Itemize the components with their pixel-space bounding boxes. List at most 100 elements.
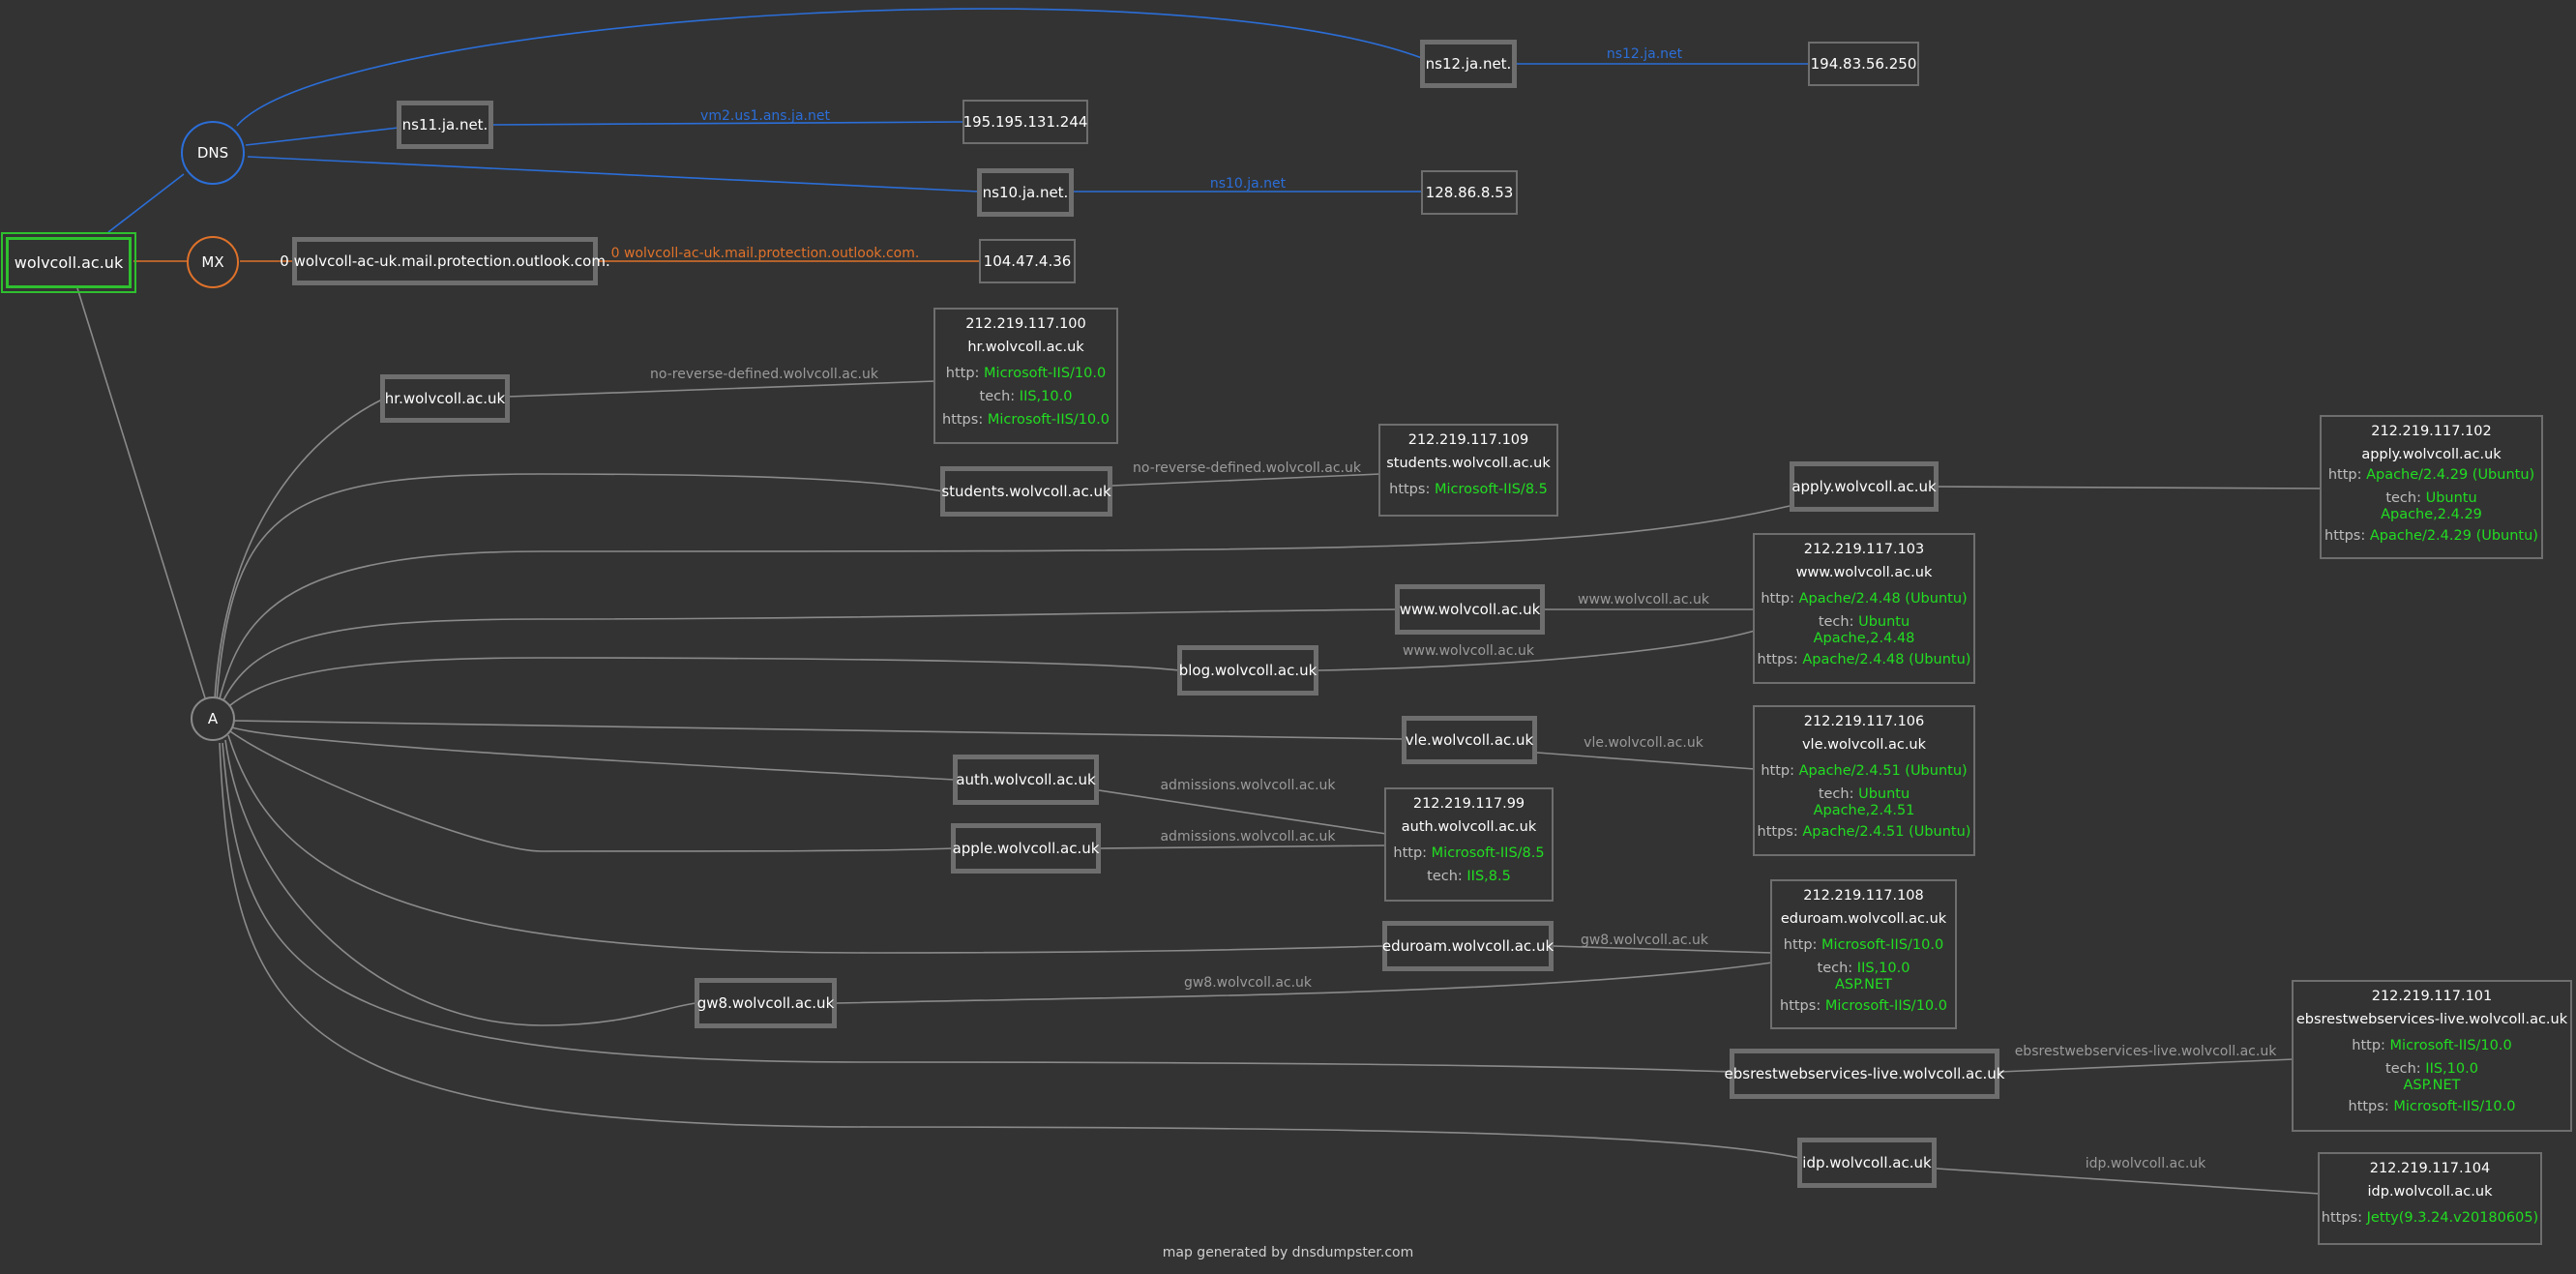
ns11-node[interactable]: ns11.ja.net.	[397, 101, 493, 149]
tech-value: IIS,10.0	[1019, 389, 1073, 404]
tech-key: tech:	[1817, 961, 1853, 976]
info-hostname: eduroam.wolvcoll.ac.uk	[1780, 911, 1947, 927]
http-key: http:	[2352, 1038, 2385, 1053]
edge-label-blog: www.wolvcoll.ac.uk	[1403, 643, 1534, 659]
info-ebsrest[interactable]: 212.219.117.101 ebsrestwebservices-live.…	[2292, 980, 2572, 1132]
tech-key: tech:	[2385, 490, 2421, 506]
http-value: Microsoft-IIS/10.0	[2389, 1038, 2512, 1053]
tech-key: tech:	[1818, 614, 1854, 630]
edge-dns-ns10	[247, 156, 980, 193]
edge-a-idp	[219, 742, 1800, 1159]
dns-hub[interactable]: DNS	[181, 121, 245, 185]
https-key: https:	[1780, 998, 1821, 1014]
edge-ns11-ip	[492, 121, 963, 126]
host-www[interactable]: www.wolvcoll.ac.uk	[1395, 584, 1545, 635]
ns12-node[interactable]: ns12.ja.net.	[1420, 40, 1517, 88]
https-key: https:	[1757, 652, 1798, 667]
edge-idp-info	[1936, 1168, 2321, 1195]
host-eduroam[interactable]: eduroam.wolvcoll.ac.uk	[1382, 921, 1554, 971]
edge-dns-ns11	[245, 127, 400, 146]
tech-value: IIS,8.5	[1466, 869, 1511, 884]
edge-students-info	[1111, 473, 1381, 487]
info-hostname: auth.wolvcoll.ac.uk	[1401, 819, 1537, 835]
info-hostname: www.wolvcoll.ac.uk	[1795, 565, 1933, 580]
mx-ip-node[interactable]: 104.47.4.36	[979, 239, 1076, 283]
edge-a-blog	[223, 657, 1180, 711]
info-idp[interactable]: 212.219.117.104 idp.wolvcoll.ac.uk https…	[2318, 1152, 2542, 1245]
host-blog[interactable]: blog.wolvcoll.ac.uk	[1177, 645, 1318, 696]
host-idp[interactable]: idp.wolvcoll.ac.uk	[1797, 1138, 1937, 1188]
info-hostname: vle.wolvcoll.ac.uk	[1801, 737, 1927, 753]
info-ip: 212.219.117.101	[2371, 989, 2493, 1004]
tech-value-2: ASP.NET	[2403, 1078, 2461, 1093]
http-value: Microsoft-IIS/8.5	[1431, 845, 1545, 861]
info-ip: 212.219.117.106	[1803, 714, 1925, 729]
tech-key: tech:	[1427, 869, 1463, 884]
host-students[interactable]: students.wolvcoll.ac.uk	[940, 466, 1112, 517]
tech-value-2: Apache,2.4.51	[1813, 803, 1915, 818]
host-apply[interactable]: apply.wolvcoll.ac.uk	[1790, 461, 1939, 512]
host-vle[interactable]: vle.wolvcoll.ac.uk	[1402, 716, 1537, 764]
info-vle[interactable]: 212.219.117.106 vle.wolvcoll.ac.uk http:…	[1753, 705, 1975, 856]
http-value: Apache/2.4.48 (Ubuntu)	[1798, 591, 1968, 607]
edge-label-gw8: gw8.wolvcoll.ac.uk	[1183, 975, 1313, 991]
https-value: Jetty(9.3.24.v20180605)	[2366, 1210, 2539, 1226]
info-www[interactable]: 212.219.117.103 www.wolvcoll.ac.uk http:…	[1753, 533, 1975, 684]
edge-label-ebsrest: ebsrestwebservices-live.wolvcoll.ac.uk	[2014, 1044, 2277, 1059]
https-key: https:	[2321, 1210, 2363, 1226]
info-hr[interactable]: 212.219.117.100 hr.wolvcoll.ac.uk http: …	[933, 308, 1118, 444]
edge-ebsrest-info	[1999, 1058, 2295, 1073]
info-students[interactable]: 212.219.117.109 students.wolvcoll.ac.uk …	[1378, 424, 1558, 517]
host-hr[interactable]: hr.wolvcoll.ac.uk	[380, 374, 510, 423]
edge-vle-info	[1536, 752, 1756, 770]
edge-apple-info	[1100, 844, 1387, 849]
edge-a-auth	[231, 726, 955, 781]
info-apply[interactable]: 212.219.117.102 apply.wolvcoll.ac.uk htt…	[2320, 415, 2543, 559]
tech-value-1: Ubuntu	[1858, 614, 1910, 630]
https-value: Microsoft-IIS/10.0	[1824, 998, 1947, 1014]
edge-apply-info	[1936, 486, 2323, 489]
ns10-node[interactable]: ns10.ja.net.	[977, 168, 1074, 217]
host-auth[interactable]: auth.wolvcoll.ac.uk	[953, 755, 1099, 805]
edge-a-apple	[229, 730, 954, 852]
mx-hub[interactable]: MX	[187, 236, 239, 288]
ns10-ip-node[interactable]: 128.86.8.53	[1421, 170, 1518, 215]
http-key: http:	[1393, 845, 1428, 861]
edge-label-www: www.wolvcoll.ac.uk	[1578, 592, 1709, 607]
host-gw8[interactable]: gw8.wolvcoll.ac.uk	[695, 978, 837, 1028]
info-hostname: hr.wolvcoll.ac.uk	[967, 340, 1084, 355]
http-key: http:	[1761, 591, 1794, 607]
info-eduroam[interactable]: 212.219.117.108 eduroam.wolvcoll.ac.uk h…	[1770, 879, 1957, 1029]
a-hub[interactable]: A	[191, 696, 235, 741]
https-value: Microsoft-IIS/10.0	[2393, 1099, 2516, 1114]
https-value: Apache/2.4.51 (Ubuntu)	[1802, 824, 1971, 840]
tech-key: tech:	[1818, 786, 1854, 802]
edge-label-vle: vle.wolvcoll.ac.uk	[1584, 735, 1703, 751]
edge-eduroam-info	[1553, 945, 1773, 954]
edge-blog-info	[1318, 630, 1756, 671]
tech-value-2: Apache,2.4.48	[1813, 631, 1915, 646]
ns12-ip-node[interactable]: 194.83.56.250	[1808, 42, 1919, 86]
ns11-ip-node[interactable]: 195.195.131.244	[962, 100, 1088, 144]
mx-host-node[interactable]: 0 wolvcoll-ac-uk.mail.protection.outlook…	[280, 237, 610, 285]
https-value: Microsoft-IIS/10.0	[987, 412, 1110, 428]
info-auth[interactable]: 212.219.117.99 auth.wolvcoll.ac.uk http:…	[1384, 787, 1554, 902]
edge-a-hr	[214, 399, 383, 699]
edge-auth-info	[1098, 789, 1387, 835]
tech-value-1: IIS,10.0	[1856, 961, 1910, 976]
footer-credit: map generated by dnsdumpster.com	[1162, 1245, 1414, 1260]
edge-gw8-info	[836, 962, 1773, 1004]
tech-value-1: Ubuntu	[1858, 786, 1910, 802]
tech-key: tech:	[2385, 1061, 2421, 1077]
edge-a-apply	[218, 505, 1791, 703]
host-apple[interactable]: apple.wolvcoll.ac.uk	[951, 823, 1101, 874]
edge-root-dns	[107, 173, 185, 233]
host-ebsrest[interactable]: ebsrestwebservices-live.wolvcoll.ac.uk	[1725, 1049, 2004, 1099]
https-key: https:	[2324, 528, 2366, 544]
root-domain-node[interactable]: wolvcoll.ac.uk	[1, 232, 136, 293]
info-ip: 212.219.117.109	[1407, 432, 1529, 448]
edge-a-gw8	[224, 739, 697, 1026]
info-ip: 212.219.117.104	[2369, 1161, 2491, 1176]
https-key: https:	[2348, 1099, 2389, 1114]
